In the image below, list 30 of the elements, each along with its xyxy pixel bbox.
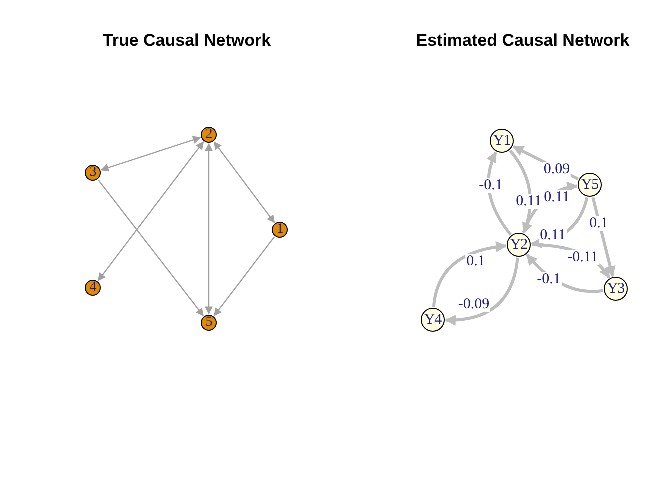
edge-label: -0.11 xyxy=(566,250,600,266)
node-circle: 3 xyxy=(85,165,101,181)
arrow xyxy=(100,136,202,172)
edge-label: 0.09 xyxy=(542,162,572,178)
arrow xyxy=(592,197,616,278)
arrow xyxy=(444,258,520,326)
node-circle: Y1 xyxy=(490,129,514,153)
node-circle: Y4 xyxy=(421,308,445,332)
chart-title: True Causal Network xyxy=(102,31,272,51)
arrow xyxy=(205,143,213,315)
chart-title: Estimated Causal Network xyxy=(415,31,631,51)
node-circle: 5 xyxy=(201,315,217,331)
edge-label: -0.09 xyxy=(457,298,491,312)
arrow xyxy=(214,236,276,316)
node-circle: Y2 xyxy=(507,233,531,257)
arrow xyxy=(214,142,276,224)
edge-label: 0.11 xyxy=(543,190,571,206)
node-circle: 4 xyxy=(85,280,101,296)
edge-label: -0.1 xyxy=(478,178,504,194)
arrow xyxy=(98,180,204,317)
arrow xyxy=(432,242,508,308)
node-circle: Y3 xyxy=(604,277,628,301)
node-circle: 1 xyxy=(272,222,288,238)
edge-label: 0.11 xyxy=(515,194,543,210)
node-circle: 2 xyxy=(201,127,217,143)
node-circle: Y5 xyxy=(578,173,602,197)
arrow xyxy=(98,142,204,282)
edge-label: 0.1 xyxy=(588,216,610,232)
edge-label: -0.1 xyxy=(536,272,562,288)
edge-label: 0.11 xyxy=(539,228,567,244)
